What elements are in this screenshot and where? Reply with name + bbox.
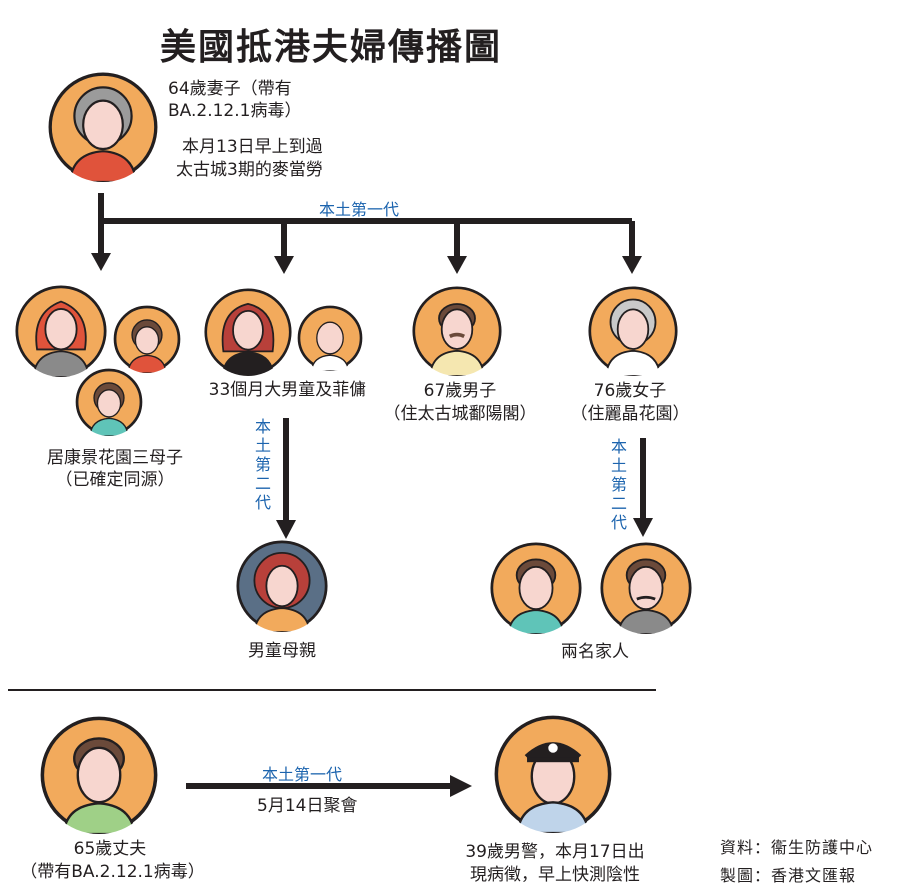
arrowhead-mother [276, 520, 296, 539]
family-three-label-line2: （已確定同源） [55, 470, 175, 490]
arrowhead-two-family [633, 518, 653, 537]
first-gen-label-top: 本土第一代 [319, 200, 400, 219]
mother-avatar [15, 285, 107, 377]
source-line1: 資料：衞生防護中心 [720, 838, 874, 857]
helper-avatar [204, 288, 292, 376]
boy-mother-label: 男童母親 [248, 641, 316, 661]
wife-note-line2: 太古城3期的麥當勞 [176, 160, 323, 180]
wife-avatar [48, 72, 158, 182]
diagram-title: 美國抵港夫婦傳播圖 [160, 27, 503, 68]
arrowhead-police [450, 775, 472, 797]
boy-mother-avatar [236, 540, 328, 632]
gathering-label: 5月14日聚會 [257, 796, 358, 816]
second-gen-label-left: 本 土 第 二 代 [254, 417, 271, 512]
family-member1-avatar [490, 542, 582, 634]
police-avatar [494, 715, 612, 833]
boy-avatar [297, 305, 363, 371]
woman76-label-line1: 76歲女子 [593, 381, 667, 401]
child1-avatar [113, 305, 181, 373]
arrowhead-woman76 [622, 256, 642, 274]
arrowhead-boy [274, 256, 294, 274]
husband-label-line2: （帶有BA.2.12.1病毒） [20, 862, 205, 882]
second-gen-label-right: 本 土 第 二 代 [610, 437, 627, 532]
woman76-label-line2: （住麗晶花園） [570, 404, 690, 424]
wife-label-line2: BA.2.12.1病毒） [168, 101, 302, 121]
arrowhead-man67 [447, 256, 467, 274]
first-gen-label-bottom: 本土第一代 [262, 765, 343, 784]
family-member2-avatar [600, 542, 692, 634]
man67-label-line2: （住太古城鄱陽閣） [383, 404, 537, 424]
husband-avatar [40, 716, 158, 834]
source-line2: 製圖：香港文匯報 [720, 866, 857, 885]
family-three-label-line1: 居康景花園三母子 [47, 448, 183, 468]
husband-label-line1: 65歲丈夫 [73, 839, 147, 859]
wife-note-line1: 本月13日早上到過 [182, 137, 323, 157]
arrowhead-family [91, 253, 111, 271]
man67-label-line1: 67歲男子 [423, 381, 497, 401]
man67-avatar [412, 286, 502, 376]
police-label-line2: 現病徵，早上快測陰性 [470, 865, 640, 885]
two-family-label: 兩名家人 [561, 642, 629, 662]
woman76-avatar [588, 286, 678, 376]
child2-avatar [75, 368, 143, 436]
police-label-line1: 39歲男警，本月17日出 [465, 842, 645, 862]
boy-helper-label: 33個月大男童及菲傭 [208, 380, 367, 400]
wife-label-line1: 64歲妻子（帶有 [168, 79, 292, 99]
